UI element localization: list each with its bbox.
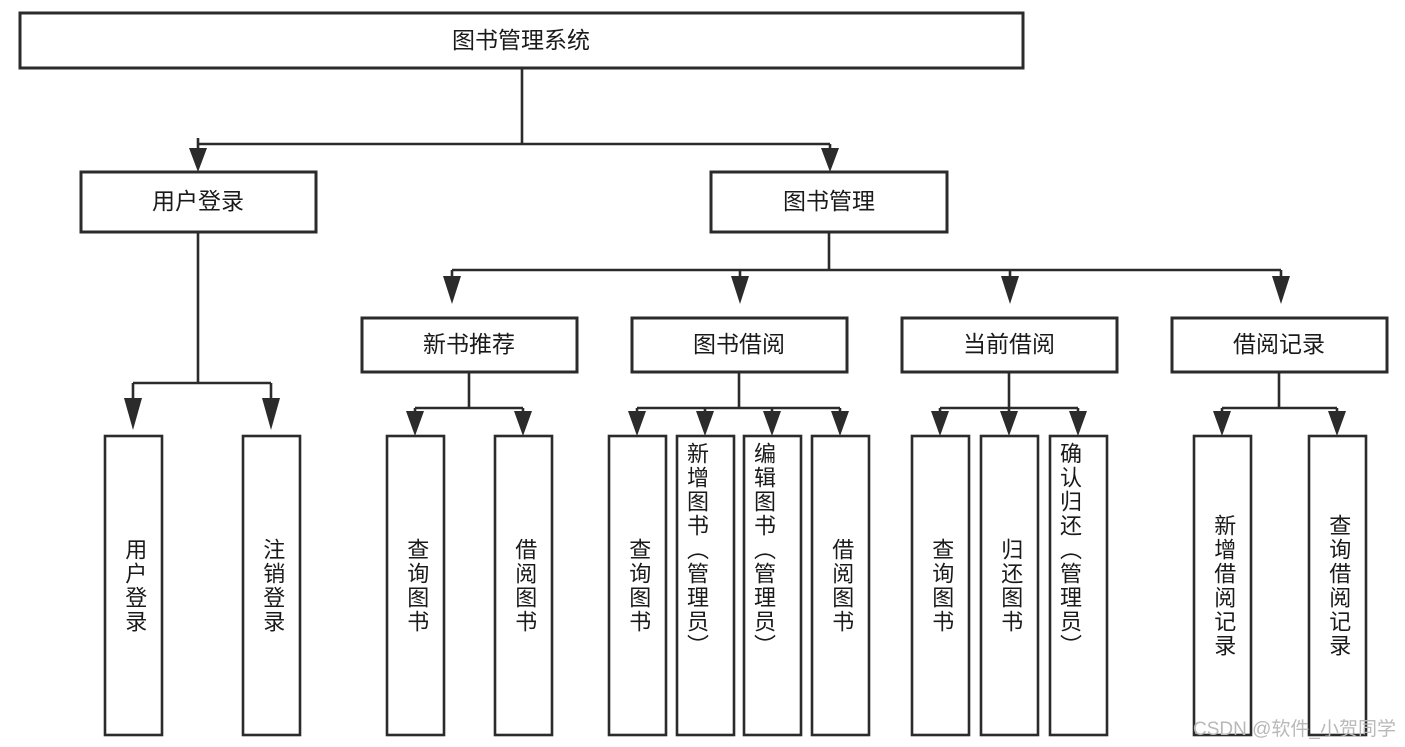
arrow-head-icon [696, 411, 714, 436]
node-root[interactable]: 图书管理系统 [18, 11, 1025, 70]
node-user-login[interactable]: 用户登录 [79, 170, 318, 234]
node-book-borrow-box[interactable] [630, 316, 849, 374]
node-leaf-label: 查询图书 [929, 538, 954, 634]
node-book-borrow[interactable]: 图书借阅 [630, 316, 849, 374]
node-leaf-box[interactable] [742, 434, 803, 737]
node-leaf-box[interactable] [241, 434, 302, 737]
node-leaf-label: 新增借阅记录 [1211, 514, 1236, 658]
node-leaf-box[interactable] [1307, 434, 1368, 737]
node-leaf-edit-book[interactable]: 编辑图书（管理员） [742, 434, 803, 737]
arrow-head-icon [1001, 276, 1019, 304]
node-new-book-recommend[interactable]: 新书推荐 [360, 316, 579, 374]
node-leaf-label: 查询图书 [626, 538, 651, 634]
node-leaf-box[interactable] [103, 434, 164, 737]
arrow-head-icon [931, 411, 949, 436]
node-leaf-box[interactable] [810, 434, 871, 737]
node-leaf-query-book-1[interactable]: 查询图书 [385, 434, 446, 737]
node-leaf-box[interactable] [979, 434, 1040, 737]
node-leaf-add-record[interactable]: 新增借阅记录 [1192, 434, 1253, 737]
connector-root-to-level2 [189, 68, 839, 172]
arrow-head-icon [1328, 411, 1346, 436]
node-new-book-recommend-box[interactable] [360, 316, 579, 374]
node-new-book-recommend-label: 新书推荐 [423, 331, 515, 357]
node-leaf-query-book-2[interactable]: 查询图书 [607, 434, 668, 737]
connector-currentborrow-to-leaves [931, 372, 1087, 436]
node-leaf-borrow-book-1[interactable]: 借阅图书 [493, 434, 554, 737]
arrow-head-icon [731, 276, 749, 304]
node-leaf-box[interactable] [1048, 434, 1109, 737]
connector-userlogin-to-leaves [124, 232, 280, 430]
arrow-head-icon [763, 411, 781, 436]
arrow-head-icon [628, 411, 646, 436]
node-leaf-box[interactable] [493, 434, 554, 737]
arrow-head-icon [821, 148, 839, 172]
arrow-head-icon [262, 398, 280, 430]
node-borrow-record-box[interactable] [1170, 316, 1389, 374]
connector-bookborrow-to-leaves [628, 372, 849, 436]
node-user-login-box[interactable] [79, 170, 318, 234]
node-leaf-label: 借阅图书 [512, 538, 537, 634]
node-current-borrow-label: 当前借阅 [963, 331, 1055, 357]
node-leaf-add-book[interactable]: 新增图书（管理员） [675, 434, 736, 737]
node-leaf-label: 编辑图书（管理员） [751, 442, 776, 658]
connector-newbook-to-leaves [406, 372, 532, 436]
arrow-head-icon [514, 411, 532, 436]
node-book-manage-box[interactable] [709, 170, 949, 234]
node-book-manage-label: 图书管理 [783, 188, 875, 214]
node-leaf-box[interactable] [1192, 434, 1253, 737]
node-leaf-query-book-3[interactable]: 查询图书 [910, 434, 971, 737]
arrow-head-icon [1272, 276, 1290, 304]
connector-borrowrecord-to-leaves [1213, 372, 1346, 436]
node-borrow-record-label: 借阅记录 [1233, 331, 1325, 357]
node-leaf-return-book[interactable]: 归还图书 [979, 434, 1040, 737]
node-book-manage[interactable]: 图书管理 [709, 170, 949, 234]
node-root-box[interactable] [18, 11, 1025, 70]
node-leaf-box[interactable] [675, 434, 736, 737]
node-leaf-query-record[interactable]: 查询借阅记录 [1307, 434, 1368, 737]
arrow-head-icon [189, 148, 207, 172]
watermark-label: CSDN @软件_小贺同学 [1193, 718, 1396, 740]
arrow-head-icon [1000, 411, 1018, 436]
node-leaf-box[interactable] [385, 434, 446, 737]
node-leaf-borrow-book-2[interactable]: 借阅图书 [810, 434, 871, 737]
node-leaf-label: 归还图书 [998, 538, 1023, 634]
arrow-head-icon [831, 411, 849, 436]
node-borrow-record[interactable]: 借阅记录 [1170, 316, 1389, 374]
node-leaf-user-login[interactable]: 用户登录 [103, 434, 164, 737]
node-leaf-label: 查询图书 [404, 538, 429, 634]
node-book-borrow-label: 图书借阅 [693, 331, 785, 357]
node-user-login-label: 用户登录 [152, 188, 244, 214]
arrow-head-icon [1213, 411, 1231, 436]
node-leaf-user-logout[interactable]: 注销登录 [241, 434, 302, 737]
node-leaf-label: 新增图书（管理员） [684, 442, 709, 658]
arrow-head-icon [406, 411, 424, 436]
node-leaf-box[interactable] [910, 434, 971, 737]
node-root-label: 图书管理系统 [452, 27, 590, 53]
arrow-head-icon [443, 276, 461, 304]
node-current-borrow[interactable]: 当前借阅 [900, 316, 1119, 374]
node-leaf-label: 用户登录 [122, 538, 147, 634]
node-current-borrow-box[interactable] [900, 316, 1119, 374]
node-leaf-label: 注销登录 [260, 538, 285, 634]
node-leaf-label: 确认归还（管理员） [1057, 442, 1082, 658]
node-leaf-label: 借阅图书 [829, 538, 854, 634]
node-leaf-box[interactable] [607, 434, 668, 737]
node-leaf-label: 查询借阅记录 [1326, 514, 1351, 658]
arrow-head-icon [1069, 411, 1087, 436]
connector-bookmanage-to-level3 [443, 232, 1290, 304]
arrow-head-icon [124, 398, 142, 430]
node-leaf-confirm-return[interactable]: 确认归还（管理员） [1048, 434, 1109, 737]
